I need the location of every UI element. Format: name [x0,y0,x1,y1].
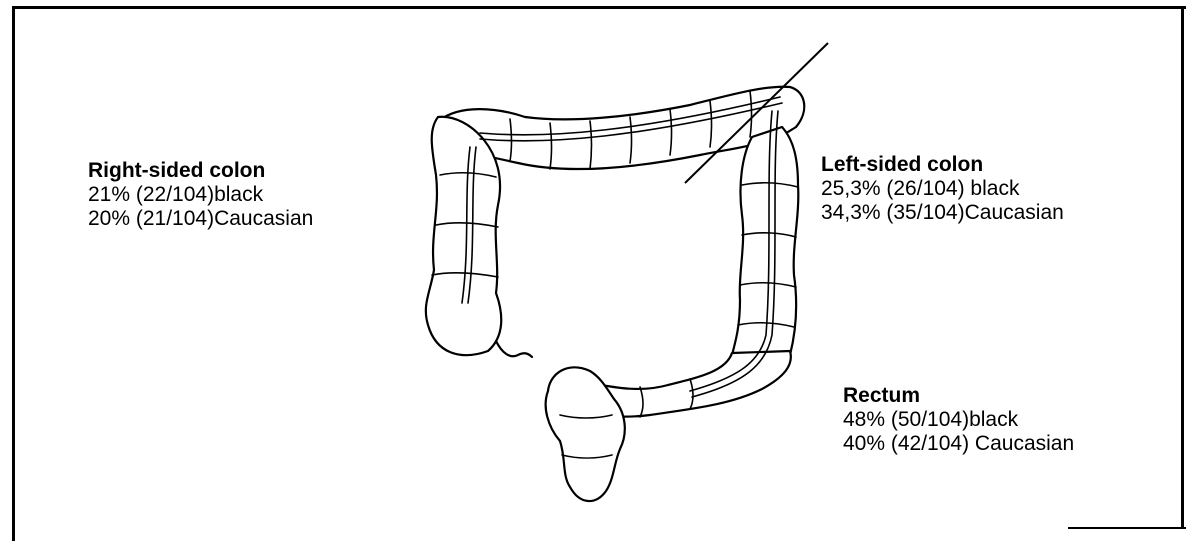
frame-border-left [12,6,15,541]
right-colon-title: Right-sided colon [88,159,313,183]
right-colon-black-stat: 21% (22/104)black [88,183,313,207]
frame-border-bottom [1068,527,1186,529]
right-colon-label-block: Right-sided colon 21% (22/104)black 20% … [88,159,313,231]
descending-colon-shape [732,127,798,355]
left-colon-label-block: Left-sided colon 25,3% (26/104) black 34… [821,153,1064,225]
rectum-title: Rectum [843,384,1074,408]
rectum-black-stat: 48% (50/104)black [843,408,1074,432]
ascending-colon-shape [426,117,501,355]
frame-border-top [12,6,1186,9]
left-colon-black-stat: 25,3% (26/104) black [821,177,1064,201]
right-colon-caucasian-stat: 20% (21/104)Caucasian [88,207,313,231]
colon-illustration-icon [400,35,840,515]
rectum-caucasian-stat: 40% (42/104) Caucasian [843,432,1074,456]
left-colon-caucasian-stat: 34,3% (35/104)Caucasian [821,201,1064,225]
left-colon-title: Left-sided colon [821,153,1064,177]
frame-border-right [1181,6,1184,528]
appendix-shape [496,341,532,357]
rectum-label-block: Rectum 48% (50/104)black 40% (42/104) Ca… [843,384,1074,456]
